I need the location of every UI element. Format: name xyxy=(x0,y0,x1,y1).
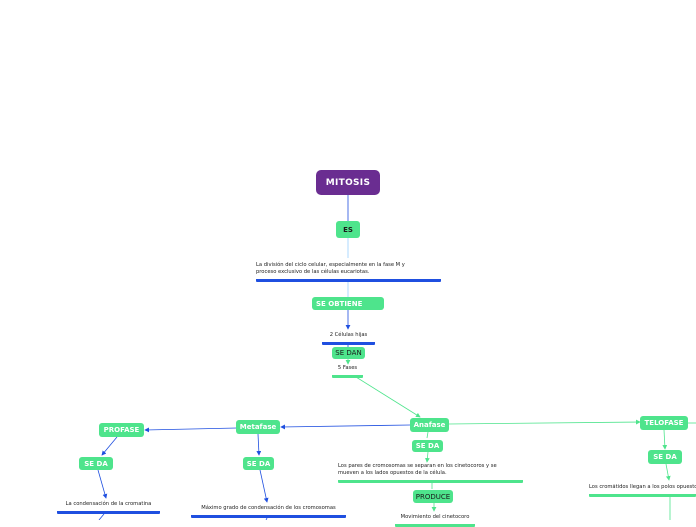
link-metafase-seda xyxy=(256,433,262,456)
telofase-description[interactable]: Los cromátidos llegan a los polos opuest… xyxy=(589,484,696,497)
connector-profase-se-da[interactable]: SE DA xyxy=(79,457,113,470)
anafase-description[interactable]: Los pares de cromosomas se separan en lo… xyxy=(338,463,523,483)
link-anafase-telofase xyxy=(448,419,641,425)
link-anafase-seda xyxy=(426,431,429,439)
connector-anafase-produce[interactable]: PRODUCE xyxy=(413,490,453,503)
anafase-line-2: mueven a los lados opuestos de la célula… xyxy=(338,470,447,476)
link-phases-anafase xyxy=(355,376,421,418)
link-anafase-metafase xyxy=(280,424,411,430)
definition-line-2: proceso exclusivo de las células eucario… xyxy=(256,269,370,275)
anafase-line-1: Los pares de cromosomas se separan en lo… xyxy=(338,463,497,469)
daughter-cells-text[interactable]: 2 Células hijas xyxy=(322,332,375,345)
link-profase-desc-down xyxy=(98,513,105,520)
metafase-description[interactable]: Máximo grado de condensación de los crom… xyxy=(191,505,346,518)
phase-anafase[interactable]: Anafase xyxy=(410,418,449,432)
connector-anafase-se-da[interactable]: SE DA xyxy=(412,440,443,452)
definition-text[interactable]: La división del ciclo celular, especialm… xyxy=(256,262,441,282)
phases-text[interactable]: 5 Fases xyxy=(332,365,363,378)
link-telofase-seda xyxy=(662,429,668,450)
definition-line-1: La división del ciclo celular, especialm… xyxy=(256,262,405,268)
connector-es[interactable]: ES xyxy=(336,221,360,238)
link-profase-seda xyxy=(101,436,118,456)
phase-telofase[interactable]: TELOFASE xyxy=(640,416,688,430)
phase-profase[interactable]: PROFASE xyxy=(99,423,144,437)
link-telofase-seda-desc xyxy=(665,463,671,481)
root-node-mitosis[interactable]: MITOSIS xyxy=(316,170,380,195)
link-metafase-profase xyxy=(144,427,238,433)
anafase-product[interactable]: Movimiento del cinetocoro xyxy=(395,514,475,527)
link-metafase-seda-desc xyxy=(259,469,269,503)
link-profase-seda-desc xyxy=(97,469,108,499)
profase-description[interactable]: La condensación de la cromatina xyxy=(57,501,160,514)
connector-telofase-se-da[interactable]: SE DA xyxy=(648,450,682,464)
connector-se-dan[interactable]: SE DAN xyxy=(332,347,365,359)
connector-se-obtiene[interactable]: SE OBTIENE xyxy=(312,297,384,310)
connector-metafase-se-da[interactable]: SE DA xyxy=(243,457,274,470)
link-anafase-seda-desc xyxy=(425,451,430,463)
phase-metafase[interactable]: Metafase xyxy=(236,420,280,434)
